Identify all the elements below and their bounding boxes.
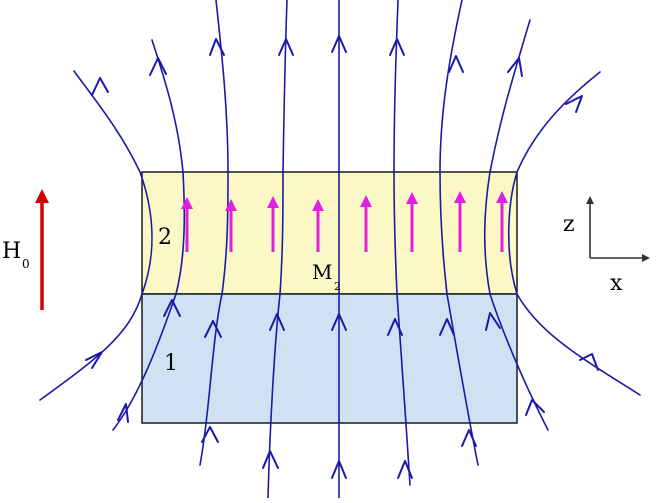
axis-x-label: x [610,271,623,296]
field-line [393,0,411,486]
chevron-up-icon [117,403,129,423]
chevron-up-icon [85,351,103,369]
chevron-up-icon [389,38,405,56]
chevron-up-icon [387,318,403,336]
field-line [507,71,641,396]
chevron-up-icon [439,318,455,336]
field-line [483,19,549,431]
magnetization-arrows [181,191,508,252]
axes-indicator: z x [563,196,650,296]
chevron-up-icon [204,320,222,338]
field-line [112,39,186,431]
field-line [439,0,479,466]
chevron-up-icon [507,57,523,77]
h0-label: H [2,239,21,264]
field-line [267,0,288,499]
chevron-up-icon [331,460,347,479]
chevron-up-icon [485,312,501,331]
chevron-up-icon [201,426,219,443]
chevron-up-icon [149,57,167,76]
axis-z-label: z [563,212,575,237]
chevron-up-icon [461,429,477,447]
chevron-up-icon [91,77,109,96]
region-1-slab [141,293,518,424]
region-2-label: 2 [158,225,172,250]
chevron-up-icon [163,299,181,317]
chevron-up-icon [397,460,413,479]
chevron-up-icon [278,38,294,56]
m2-subscript: 2 [334,280,341,293]
field-line [199,0,229,466]
m2-label: M [312,260,332,284]
chevron-up-icon [448,55,464,73]
chevron-up-icon [579,353,599,371]
chevron-up-icon [262,450,279,469]
chevron-up-icon [525,399,545,416]
chevron-up-icon [269,313,285,331]
field-line [39,70,153,401]
chevron-up-icon [331,35,347,53]
chevron-up-icon [565,95,583,113]
h0-subscript: 0 [22,257,30,271]
field-lines [39,0,641,499]
chevron-up-icon [209,38,225,56]
chevron-up-icon [331,313,347,331]
region-1-label: 1 [164,351,178,376]
